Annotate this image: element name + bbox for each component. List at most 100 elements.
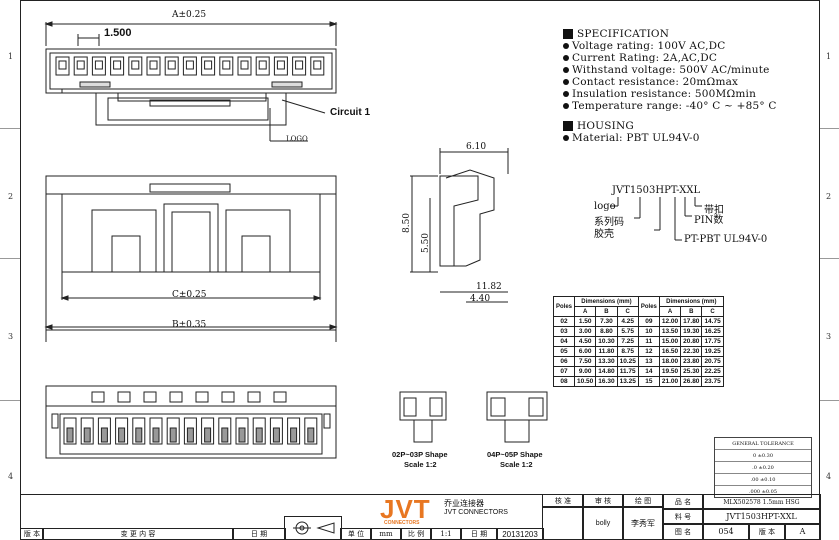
zone-div: [820, 128, 839, 129]
projection-symbol: [284, 516, 342, 540]
shape-scale: Scale 1:2: [404, 460, 437, 469]
table-cell: 10.30: [595, 336, 618, 347]
frame-top: [20, 0, 820, 1]
zone-div: [0, 258, 20, 259]
side-view: [410, 148, 509, 303]
top-rib: [247, 391, 261, 403]
table-cell: 6.00: [574, 346, 597, 357]
pin-cavity: [255, 56, 270, 76]
pin-slot: [201, 417, 215, 445]
shape-label: 02P~03P Shape: [392, 450, 448, 459]
col-a: A: [658, 306, 682, 317]
top-rib: [117, 391, 131, 403]
top-rib: [221, 391, 235, 403]
col-a: A: [574, 306, 597, 317]
pin-terminal: [169, 427, 177, 443]
part-code-label: 胶壳: [594, 229, 614, 240]
table-cell: 19.30: [680, 326, 703, 337]
pin-terminal: [204, 427, 212, 443]
pin-contact: [76, 60, 85, 70]
pin-terminal: [238, 427, 246, 443]
table-cell: 8.75: [616, 346, 639, 357]
zone-div: [0, 128, 20, 129]
tolerance-title: GENERAL TOLERANCE: [732, 440, 794, 447]
projection-icon: [293, 521, 335, 535]
table-cell: 13.25: [616, 376, 639, 387]
part-code-label: 带扣: [704, 205, 724, 216]
pin-terminal: [255, 427, 263, 443]
frame-left: [20, 0, 21, 539]
pin-cavity: [237, 56, 252, 76]
zone-label: 3: [826, 332, 832, 341]
top-rib: [169, 391, 183, 403]
table-cell: 05: [552, 346, 576, 357]
pin-terminal: [290, 427, 298, 443]
table-cell: 9.00: [574, 366, 597, 377]
pin-terminal: [221, 427, 229, 443]
col-b: B: [595, 306, 618, 317]
pin-contact: [276, 60, 285, 70]
pin-slot: [166, 417, 180, 445]
pin-contact: [258, 60, 267, 70]
table-cell: 16.30: [595, 376, 618, 387]
table-cell: 26.80: [680, 376, 703, 387]
tb-part-no: JVT1503HPT-XXL: [702, 508, 821, 525]
table-cell: 06: [552, 356, 576, 367]
pin-slot: [287, 417, 301, 445]
pin-cavity: [201, 56, 216, 76]
logo-label: LOGO: [286, 135, 308, 143]
zone-label: 1: [826, 52, 832, 61]
pin-slot: [252, 417, 266, 445]
top-rib: [143, 391, 157, 403]
col-c: C: [616, 306, 639, 317]
pin-slot: [132, 417, 146, 445]
shape-02p: [399, 391, 447, 443]
tb-ratio-val: 1:1: [430, 528, 462, 540]
pin-cavity: [91, 56, 106, 76]
table-cell: 16.50: [658, 346, 682, 357]
tolerance-row: 0 ±0.30: [715, 449, 811, 461]
pin-slot: [269, 417, 283, 445]
col-poles: Poles: [552, 296, 576, 317]
rear-view: [45, 385, 337, 459]
front-pins: [55, 56, 325, 76]
table-cell: 14: [637, 366, 660, 377]
company-en: JVT CONNECTORS: [444, 509, 508, 516]
pin-contact: [167, 60, 176, 70]
pitch-label: 1.500: [104, 27, 132, 39]
dim-height-total: 8.50: [402, 212, 413, 234]
table-cell: 02: [552, 316, 576, 327]
title-block: [20, 494, 820, 540]
bullet-icon: [563, 135, 569, 141]
jvt-logo-sub: CONNECTORS: [384, 520, 420, 526]
table-cell: 04: [552, 336, 576, 347]
table-cell: 14.80: [595, 366, 618, 377]
pin-contact: [313, 60, 322, 70]
pin-cavity: [219, 56, 234, 76]
pin-terminal: [100, 427, 108, 443]
pin-cavity: [182, 56, 197, 76]
pin-cavity: [273, 56, 288, 76]
front-view: [44, 21, 338, 142]
table-cell: 8.80: [595, 326, 618, 337]
spec-title: SPECIFICATION: [577, 28, 670, 40]
pin-contact: [113, 60, 122, 70]
zone-div: [0, 400, 20, 401]
pin-cavity: [310, 56, 325, 76]
pin-cavity: [128, 56, 143, 76]
housing-material: Material: PBT UL94V-0: [572, 132, 700, 144]
table-cell: 11: [637, 336, 660, 347]
table-cell: 23.80: [680, 356, 703, 367]
zone-label: 2: [8, 192, 14, 201]
table-cell: 17.75: [701, 336, 724, 347]
pin-terminal: [118, 427, 126, 443]
part-code-label: PIN数: [694, 215, 724, 226]
part-code-label: logo: [594, 201, 616, 212]
table-cell: 16.25: [701, 326, 724, 337]
table-cell: 12.00: [658, 316, 682, 327]
pin-contact: [204, 60, 213, 70]
tb-change: 变 更 内 容: [42, 528, 234, 540]
